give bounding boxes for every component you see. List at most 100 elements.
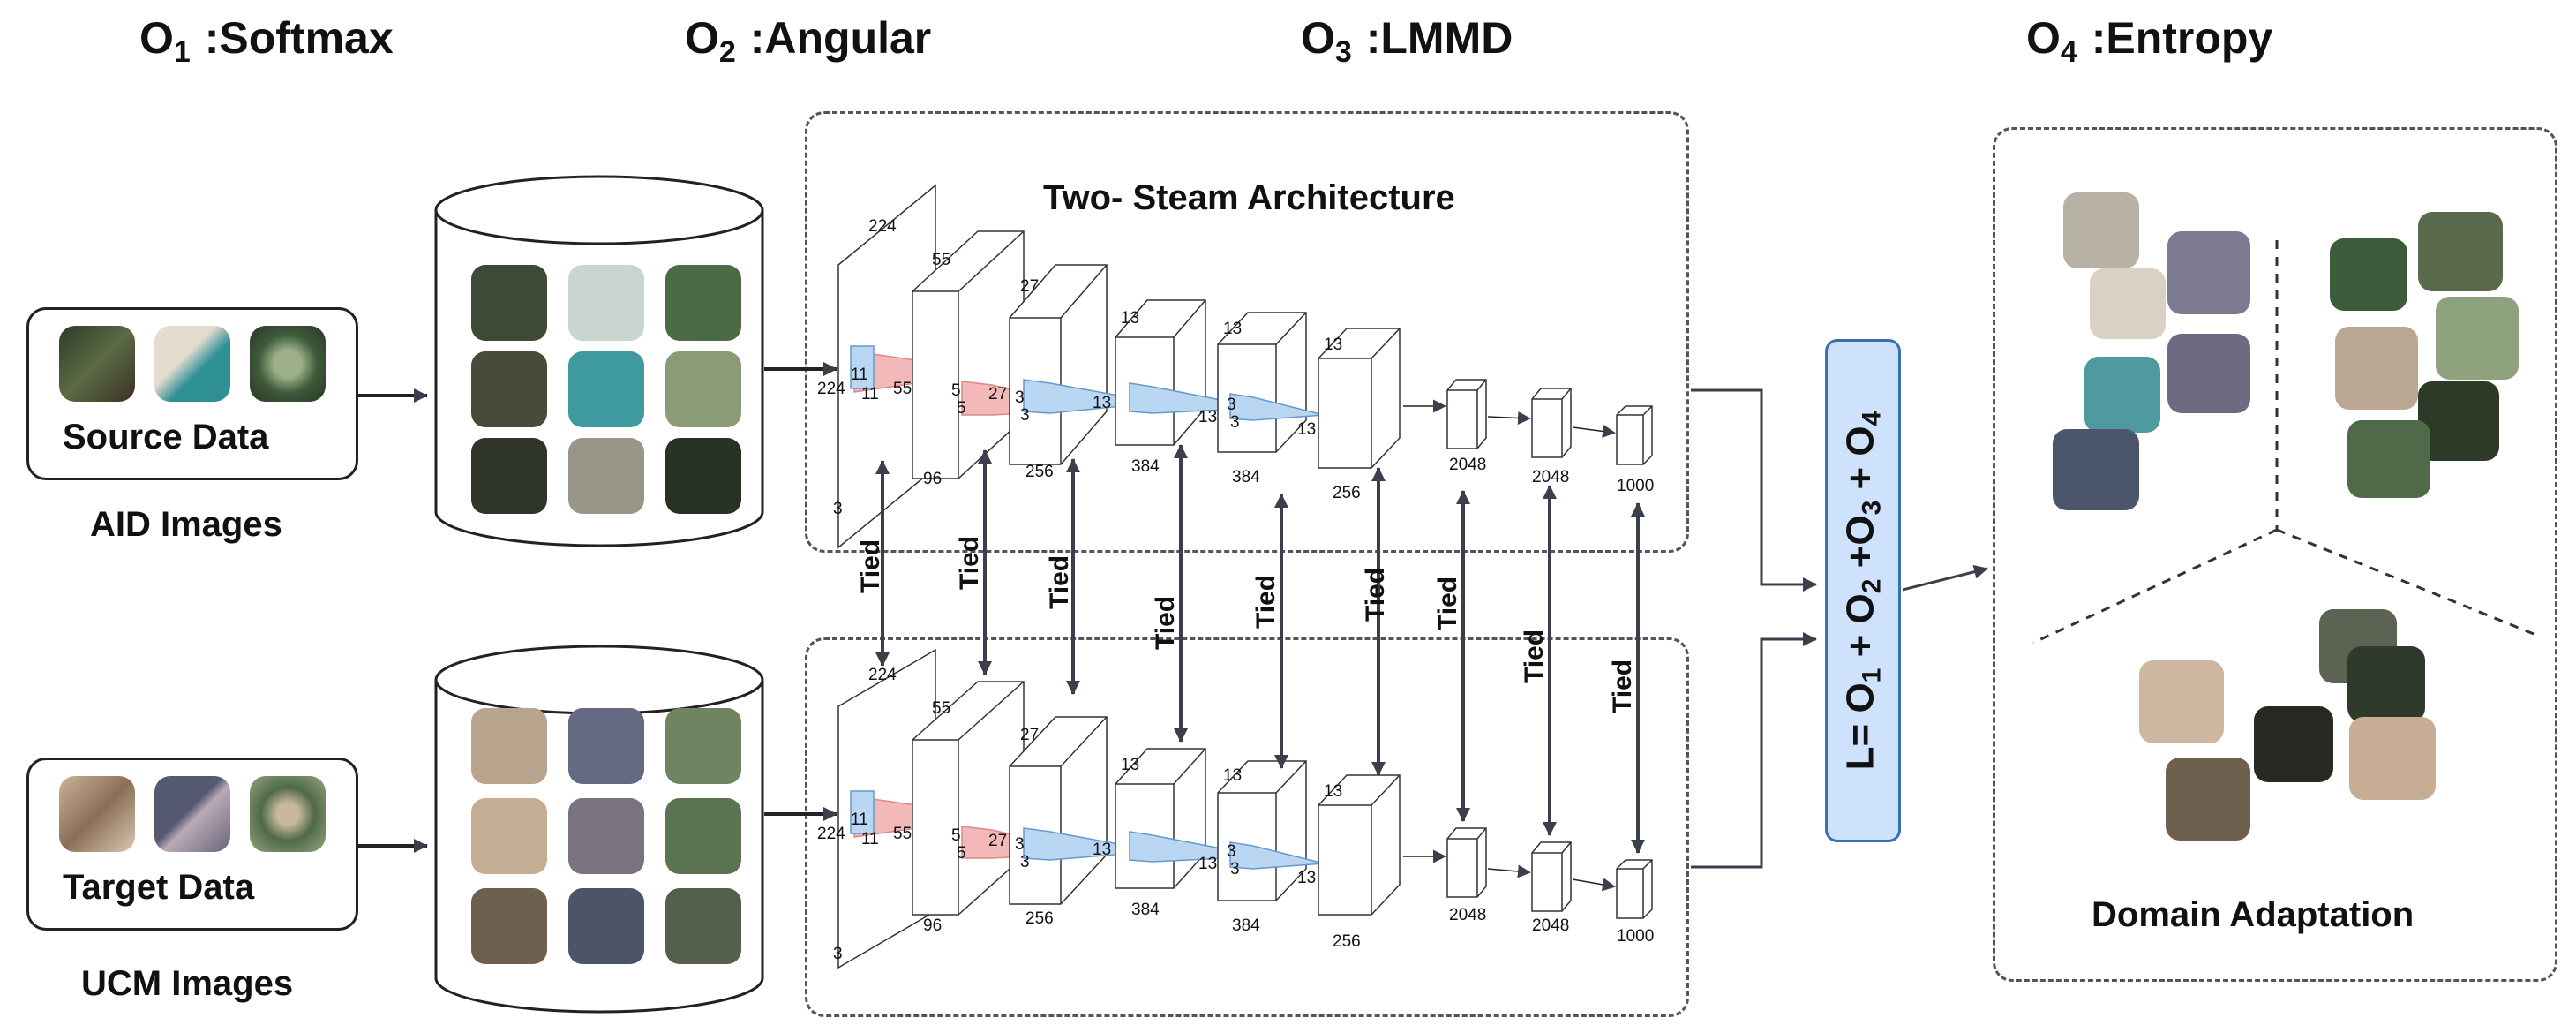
loss-box: L= O1 + O2 +O3 + O4	[1825, 339, 1901, 842]
db-tgt-tile-7	[471, 888, 547, 964]
lbl-k1c-b: 55	[893, 825, 912, 843]
kernel5-bottom	[1229, 841, 1325, 870]
clustered-images	[2053, 192, 2519, 841]
lbl-k5-b: 13	[1297, 869, 1316, 887]
tied-label-8: Tied	[1520, 630, 1549, 683]
lbl-k1a: 11	[851, 366, 868, 384]
lbl-input-side-b: 224	[817, 825, 845, 843]
db-tgt-tile-3	[665, 708, 741, 784]
cluster-separators	[2032, 240, 2539, 645]
cluster-c-tile-4	[2254, 706, 2333, 782]
cluster-b-tile-1	[2418, 212, 2503, 291]
kernel5-top	[1229, 393, 1325, 421]
target-image-desert	[59, 776, 135, 852]
network-dimension-labels: 224 224 3 11 11 55 55 96 5 5 27 27 256 3…	[817, 217, 1654, 963]
lbl-input-top: 224	[868, 217, 897, 236]
lbl-c2-depth: 256	[1025, 463, 1054, 481]
lbl-c3-depth: 384	[1131, 457, 1160, 476]
lbl-c3-top-b: 13	[1121, 756, 1139, 774]
lbl-c3-depth-b: 384	[1131, 901, 1160, 919]
fc7-top	[1531, 388, 1572, 458]
lbl-c2-top-b: 27	[1020, 726, 1039, 744]
lbl-k4a: 3	[1227, 396, 1236, 414]
lbl-k3c: 13	[1093, 394, 1111, 412]
tied-label-9: Tied	[1608, 660, 1637, 713]
lbl-k3b-b: 3	[1020, 853, 1030, 871]
source-data-label: Source Data	[63, 418, 269, 456]
fc6-bottom	[1446, 827, 1487, 898]
db-src-tile-6	[665, 351, 741, 427]
domain-adaptation-frame	[1993, 127, 2557, 982]
cluster-a-tile-5	[2084, 357, 2160, 433]
cluster-b-tile-4	[2335, 327, 2418, 410]
lbl-k3a: 3	[1015, 388, 1025, 407]
lbl-c2-top: 27	[1020, 277, 1039, 296]
db-tgt-tile-2	[568, 708, 644, 784]
db-src-tile-4	[471, 351, 547, 427]
cluster-a-tile-1	[2063, 192, 2139, 268]
target-data-label: Target Data	[63, 868, 255, 907]
lbl-c1-top-b: 55	[932, 699, 950, 718]
lbl-c4-depth-b: 384	[1232, 916, 1260, 935]
domain-adaptation-label: Domain Adaptation	[2092, 895, 2415, 934]
lbl-c5-top: 13	[1324, 336, 1342, 354]
lbl-k1b: 11	[861, 385, 879, 403]
conv2-top	[1009, 264, 1108, 465]
lbl-c4-depth: 384	[1232, 468, 1260, 486]
lbl-input-top-b: 224	[868, 666, 897, 684]
lbl-c5-top-b: 13	[1324, 782, 1342, 801]
objective-angular: O2 :Angular	[685, 13, 932, 69]
aid-images-caption: AID Images	[90, 505, 282, 544]
ucm-images-caption: UCM Images	[81, 964, 294, 1003]
lbl-k1c: 55	[893, 380, 912, 398]
architecture-title: Two- Steam Architecture	[1043, 178, 1455, 217]
source-data-box: Source Data	[26, 307, 358, 480]
cluster-c-tile-2	[2139, 660, 2224, 743]
lbl-fc8: 1000	[1617, 477, 1654, 495]
db-tgt-tile-6	[665, 798, 741, 874]
objective-entropy: O4 :Entropy	[2026, 13, 2273, 69]
lbl-c5-depth-b: 256	[1333, 932, 1361, 951]
lbl-fc7: 2048	[1532, 468, 1569, 486]
lbl-k1b-b: 11	[861, 830, 879, 848]
tied-label-1: Tied	[856, 539, 885, 593]
cluster-a-tile-3	[2090, 268, 2166, 339]
lbl-c2-depth-b: 256	[1025, 909, 1054, 928]
lbl-k3a-b: 3	[1015, 835, 1025, 854]
db-src-tile-9	[665, 438, 741, 514]
cluster-b-tile-5	[2418, 381, 2499, 461]
cluster-c-tile-5	[2349, 717, 2436, 800]
db-tgt-tile-9	[665, 888, 741, 964]
target-database-images	[471, 708, 741, 964]
lbl-fc7-b: 2048	[1532, 916, 1569, 935]
objective-softmax: O1 :Softmax	[139, 13, 394, 69]
cluster-b-tile-6	[2347, 420, 2430, 498]
db-tgt-tile-8	[568, 888, 644, 964]
lbl-k2a-b: 5	[951, 826, 961, 845]
tied-label-4: Tied	[1151, 596, 1180, 650]
cluster-b-tile-2	[2330, 238, 2407, 311]
network-source-stream	[837, 184, 1653, 549]
source-image-farm	[250, 326, 326, 402]
cluster-a-tile-6	[2053, 429, 2139, 510]
tied-arrows	[875, 444, 1645, 854]
lbl-k4c-b: 13	[1198, 855, 1217, 873]
lbl-fc8-b: 1000	[1617, 927, 1654, 946]
lbl-c3-top: 13	[1121, 309, 1139, 328]
lbl-k2b: 5	[957, 399, 966, 418]
lbl-k2b-b: 5	[957, 844, 966, 863]
lbl-k3c-b: 13	[1093, 841, 1111, 859]
lbl-c1-top: 55	[932, 251, 950, 269]
tied-label-2: Tied	[955, 536, 984, 590]
source-image-forest	[59, 326, 135, 402]
target-data-box: Target Data	[26, 758, 358, 931]
lbl-k2c-b: 27	[988, 832, 1007, 850]
lbl-c1-depth-b: 96	[923, 916, 942, 935]
objective-lmmd: O3 :LMMD	[1301, 13, 1513, 69]
db-src-tile-8	[568, 438, 644, 514]
db-src-tile-7	[471, 438, 547, 514]
architecture-frame-target	[805, 637, 1689, 1017]
tied-label-7: Tied	[1433, 577, 1462, 630]
lbl-k1a-b: 11	[851, 811, 868, 829]
